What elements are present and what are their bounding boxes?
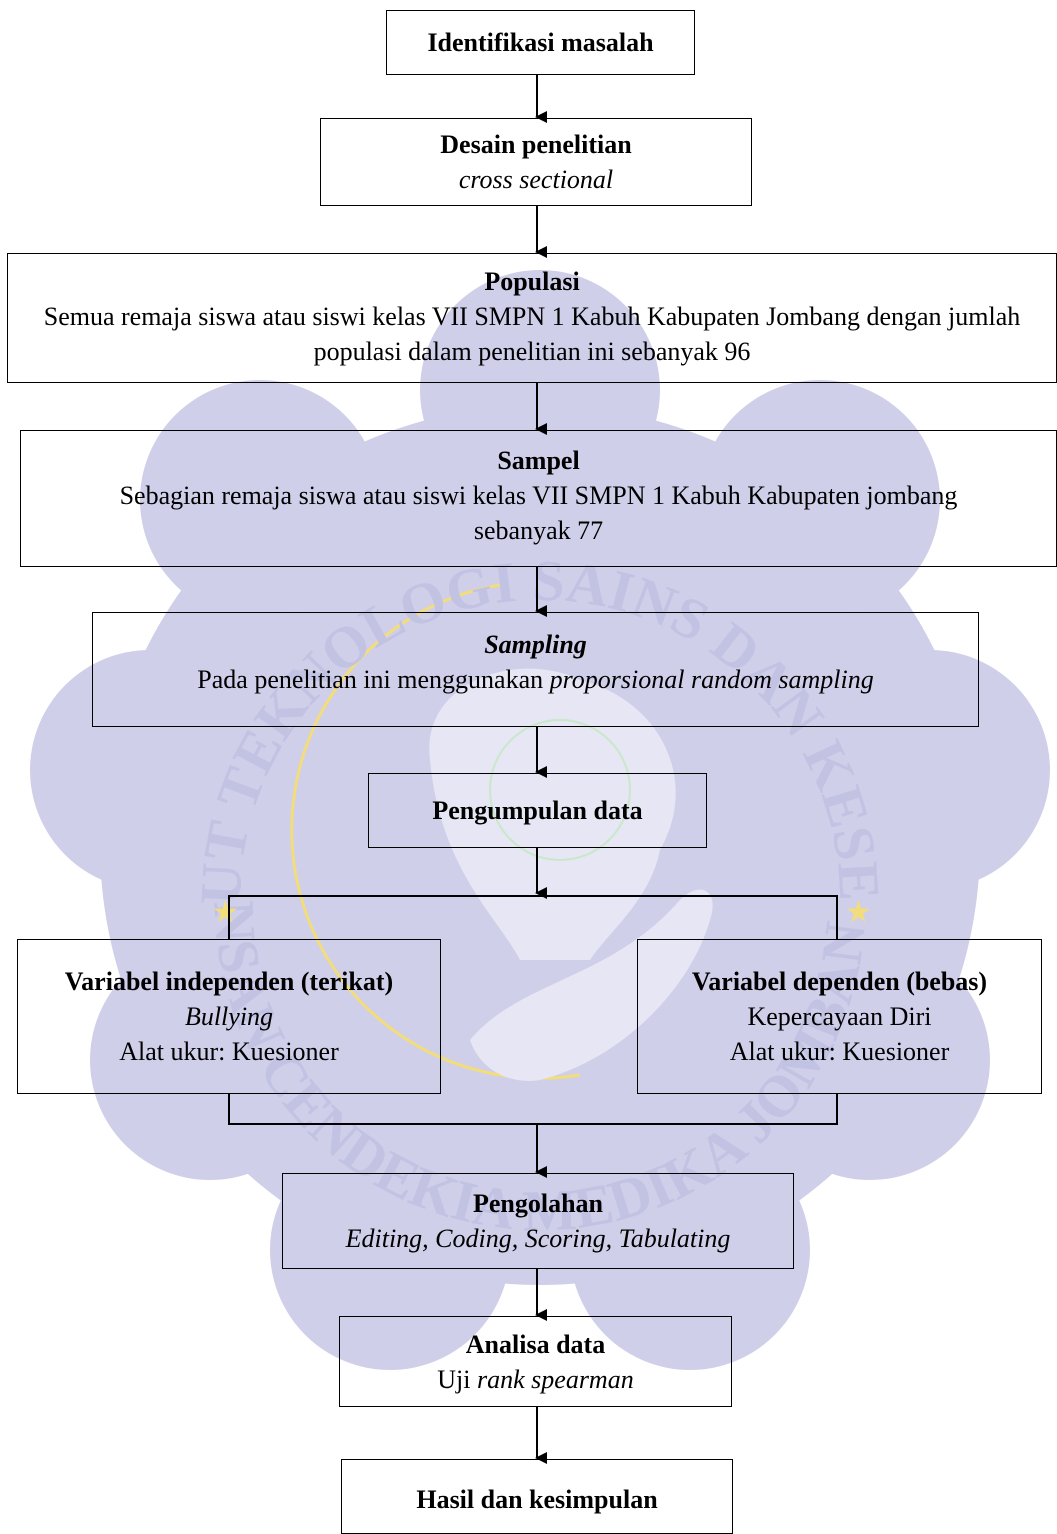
logo-crescent-shape [290, 583, 581, 1080]
var-dependen-line2: Alat ukur: Kuesioner [729, 1037, 950, 1066]
logo-hand-shape [470, 889, 713, 1081]
sampel-title: Sampel [497, 446, 580, 475]
box-desain-penelitian: Desain penelitian cross sectional [320, 118, 752, 206]
var-independen-line1: Bullying [184, 1002, 274, 1031]
var-independen-title: Variabel independen (terikat) [64, 967, 394, 996]
pengumpulan-title: Pengumpulan data [432, 796, 643, 825]
logo-inner-circle [489, 719, 631, 861]
box-sampel: Sampel Sebagian remaja siswa atau siswi … [20, 430, 1057, 567]
split-bracket [228, 895, 838, 939]
identifikasi-title: Identifikasi masalah [427, 28, 654, 57]
box-populasi: Populasi Semua remaja siswa atau siswi k… [7, 253, 1057, 383]
logo-badge-shape [30, 270, 1050, 1370]
sampel-body: Sebagian remaja siswa atau siswi kelas V… [119, 481, 958, 545]
populasi-title: Populasi [484, 267, 580, 296]
merge-bracket [228, 1094, 838, 1125]
var-dependen-line1: Kepercayaan Diri [747, 1002, 932, 1031]
box-pengumpulan-data: Pengumpulan data [368, 773, 707, 848]
star-left-icon: ★ [212, 895, 239, 930]
hasil-title: Hasil dan kesimpulan [416, 1485, 658, 1514]
analisa-subtitle: Uji rank spearman [437, 1364, 634, 1394]
pengolahan-subtitle: Editing, Coding, Scoring, Tabulating [345, 1224, 731, 1253]
star-right-icon: ★ [845, 895, 872, 930]
populasi-body: Semua remaja siswa atau siswi kelas VII … [43, 302, 1021, 366]
box-variabel-independen: Variabel independen (terikat) Bullying A… [17, 939, 441, 1094]
analisa-title: Analisa data [465, 1329, 606, 1359]
logo-head-shape [429, 668, 676, 960]
desain-subtitle: cross sectional [458, 165, 614, 194]
sampling-title: Sampling [484, 630, 587, 659]
box-identifikasi-masalah: Identifikasi masalah [386, 10, 695, 75]
sampling-body: Pada penelitian ini menggunakan proporsi… [197, 665, 874, 694]
var-dependen-title: Variabel dependen (bebas) [691, 967, 988, 996]
pengolahan-title: Pengolahan [472, 1189, 604, 1218]
desain-title: Desain penelitian [440, 130, 632, 159]
box-variabel-dependen: Variabel dependen (bebas) Kepercayaan Di… [637, 939, 1042, 1094]
var-independen-line2: Alat ukur: Kuesioner [119, 1037, 339, 1066]
box-pengolahan: Pengolahan Editing, Coding, Scoring, Tab… [282, 1173, 794, 1269]
